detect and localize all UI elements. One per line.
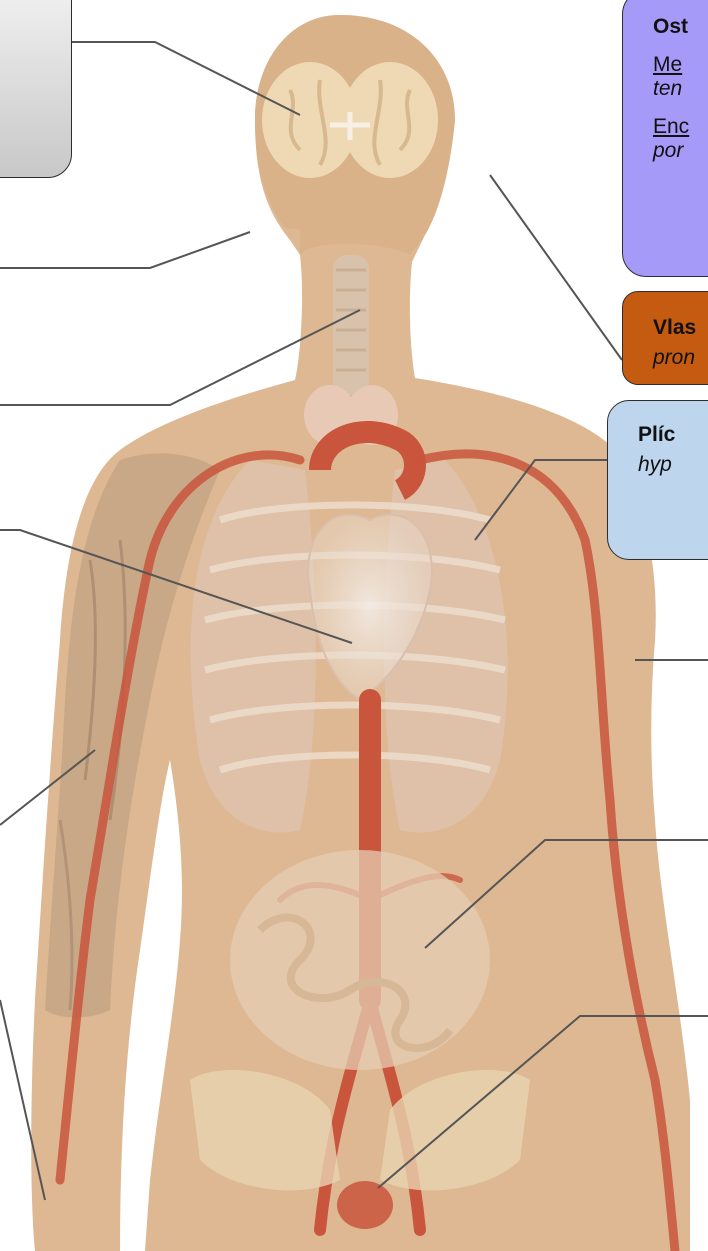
callout-orange: Vlas pron [622, 291, 708, 385]
callout-purple-line3: Enc [653, 115, 708, 139]
callout-gray [0, 0, 72, 178]
intestines-icon [230, 850, 490, 1070]
callout-blue: Plíc hyp [607, 400, 708, 560]
uterus-icon [337, 1181, 393, 1229]
callout-purple-line4: por [653, 139, 708, 163]
callout-blue-line1: hyp [638, 453, 708, 477]
callout-blue-title: Plíc [638, 423, 708, 447]
trachea-icon [333, 255, 369, 395]
callout-purple-line2: ten [653, 77, 708, 101]
callout-purple-title: Ost [653, 15, 708, 39]
callout-orange-title: Vlas [653, 316, 708, 340]
callout-purple: Ost Me ten Enc por [622, 0, 708, 277]
callout-purple-line1: Me [653, 53, 708, 77]
callout-orange-line1: pron [653, 346, 708, 370]
